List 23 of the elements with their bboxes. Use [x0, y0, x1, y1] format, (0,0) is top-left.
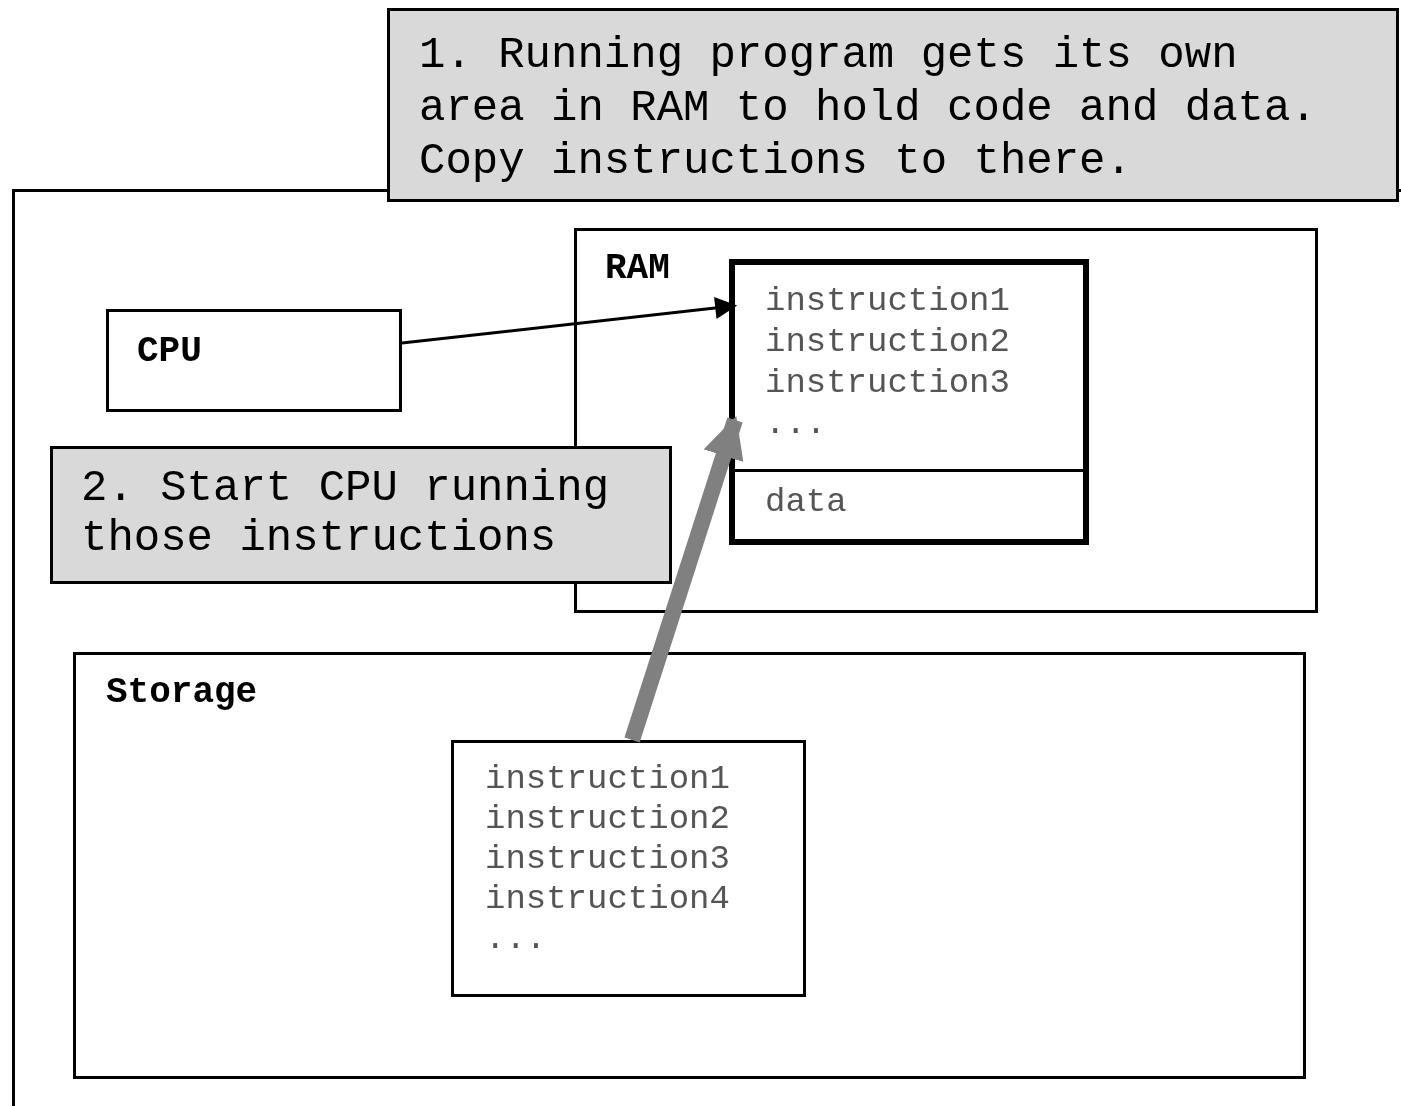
box-label: CPU: [137, 332, 202, 372]
code-line: ...: [485, 919, 547, 959]
code-line: instruction1: [765, 281, 1010, 322]
program-area-box: [729, 259, 1089, 545]
box-label: Storage: [106, 673, 258, 713]
storage-box: [73, 652, 1306, 1079]
callout-box: [50, 446, 672, 584]
code-line: ...: [765, 404, 827, 445]
file-box: [451, 740, 806, 997]
code-line: instruction4: [485, 879, 730, 919]
code-line: data: [765, 482, 847, 523]
box-label: RAM: [605, 249, 670, 289]
callout-text: 1. Running program gets its own area in RAM to hold code and data. Copy instructions to there.: [419, 29, 1318, 188]
arrow: [401, 297, 738, 345]
code-line: instruction1: [485, 759, 730, 799]
callout-text: 2. Start CPU running those instructions: [81, 463, 611, 563]
arrow: [624, 416, 744, 743]
code-line: instruction2: [765, 322, 1010, 363]
code-line: instruction3: [485, 839, 730, 879]
code-line: instruction3: [765, 363, 1010, 404]
callout-box: [387, 8, 1399, 202]
code-line: instruction2: [485, 799, 730, 839]
cpu-box: [106, 309, 402, 412]
